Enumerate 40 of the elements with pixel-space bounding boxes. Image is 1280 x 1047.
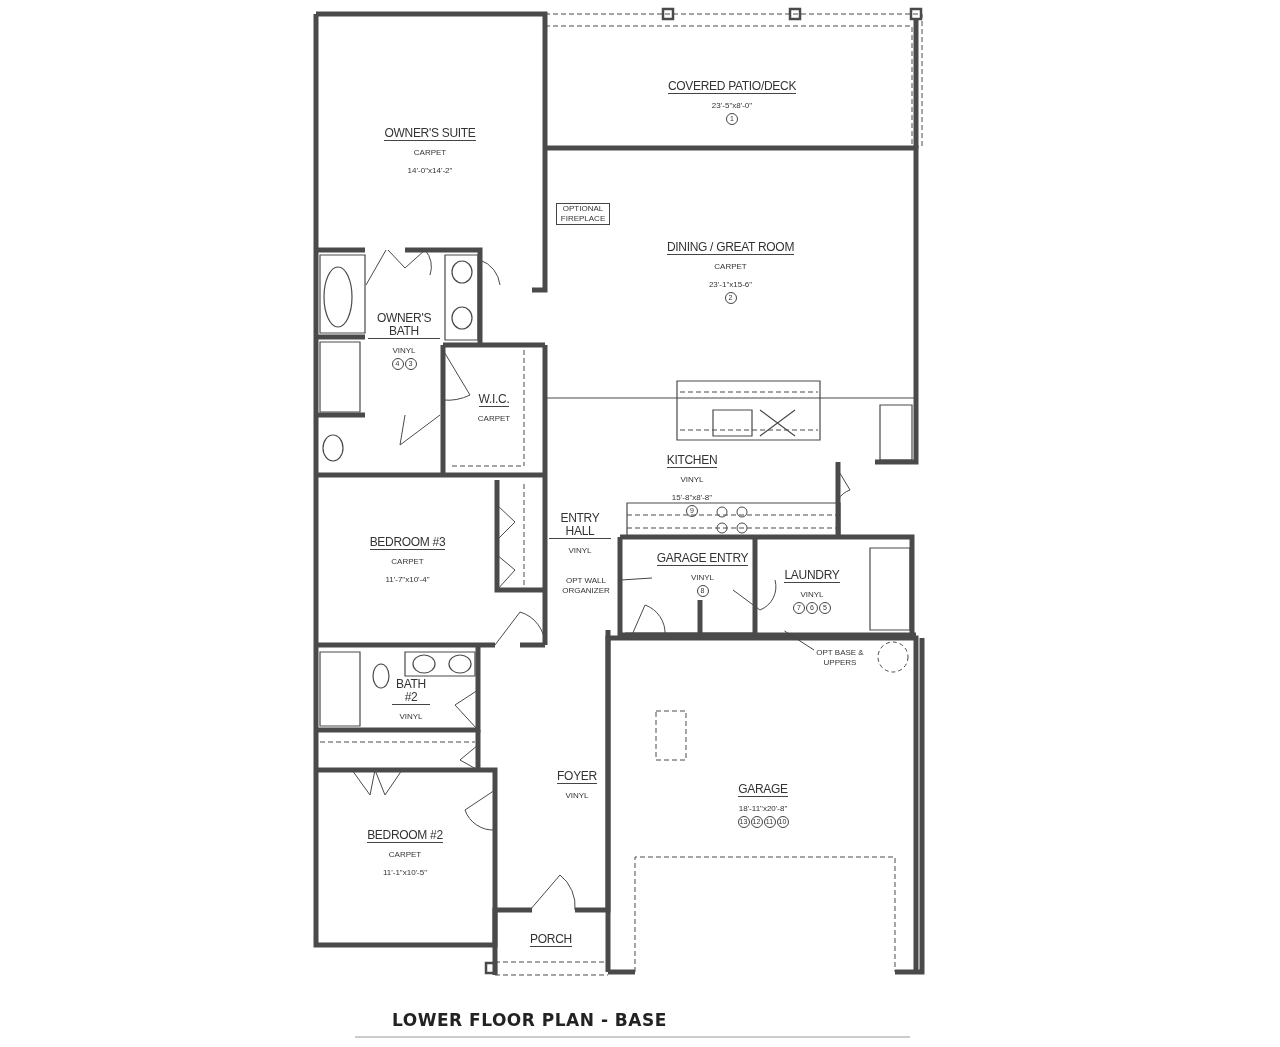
room-name: GARAGE ENTRY: [656, 552, 749, 566]
room-detail: 14'-0"x14'-2": [407, 166, 453, 175]
room-detail: CARPET: [388, 850, 422, 859]
room-detail: VINYL: [565, 791, 589, 800]
room-detail: 11'-1"x10'-5": [382, 868, 428, 877]
note-text: OPT WALL ORGANIZER: [551, 576, 621, 596]
room-detail: CARPET: [714, 262, 747, 271]
fixture-label: OPTIONAL FIREPLACE: [556, 203, 610, 225]
leader-line: [620, 577, 653, 581]
room-detail: 23'-1"x15-6": [708, 280, 753, 289]
room-detail: 18'-11"x20'-8": [738, 804, 788, 813]
room-detail: 23'-5"x8'-0": [711, 101, 753, 110]
room-detail: CARPET: [413, 148, 447, 157]
room-name: OWNER'S BATH: [368, 312, 440, 339]
room-name: FOYER: [557, 770, 597, 784]
room-name: W.I.C.: [478, 393, 510, 407]
room-name: BEDROOM #2: [367, 829, 443, 843]
room-detail: CARPET: [391, 557, 424, 566]
room-detail: VINYL: [399, 712, 423, 721]
room-detail: VINYL: [392, 346, 416, 355]
room-detail: VINYL: [690, 573, 715, 582]
room-detail: CARPET: [477, 414, 511, 423]
room-name: COVERED PATIO/DECK: [667, 80, 797, 94]
plan-title: LOWER FLOOR PLAN - BASE: [392, 1010, 667, 1030]
room-name: BATH #2: [392, 678, 430, 705]
room-name: KITCHEN: [666, 454, 718, 468]
leader-line: [784, 630, 815, 651]
note-text: OPT BASE & UPPERS: [814, 648, 866, 668]
room-name: OWNER'S SUITE: [384, 127, 476, 141]
room-name: DINING / GREAT ROOM: [666, 241, 795, 255]
room-detail: VINYL: [680, 475, 704, 484]
room-detail: 15'-8"x8'-8": [671, 493, 713, 502]
room-detail: 11'-7"x10'-4": [385, 575, 430, 584]
room-name: LAUNDRY: [784, 569, 840, 583]
room-name: GARAGE: [738, 783, 788, 797]
room-name: ENTRY HALL: [549, 512, 611, 539]
room-detail: VINYL: [800, 590, 824, 599]
room-detail: VINYL: [568, 546, 592, 555]
room-name: BEDROOM #3: [369, 536, 446, 550]
room-name: PORCH: [530, 933, 572, 947]
